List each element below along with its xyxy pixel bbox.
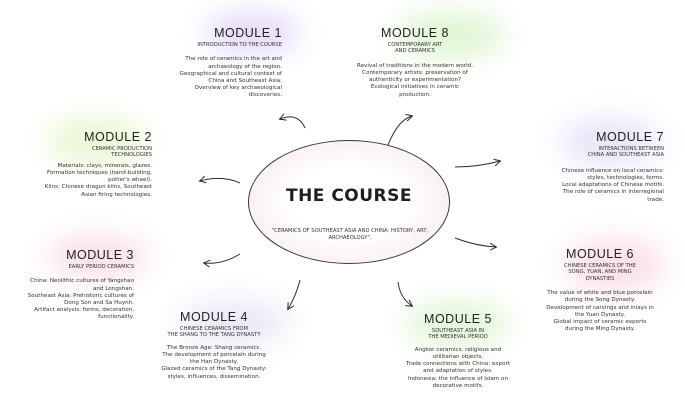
arrow-to-module-5 (397, 281, 412, 306)
module-5-title: MODULE 5 (424, 312, 492, 326)
arrow-to-module-4 (288, 279, 301, 309)
module-3-title: MODULE 3 (66, 248, 134, 262)
module-7-glow (560, 118, 660, 166)
module-3: MODULE 3 EARLY PERIOD CERAMICS China: Ne… (10, 248, 134, 322)
module-8-title: MODULE 8 (381, 26, 449, 40)
module-8: MODULE 8 CONTEMPORARY ART AND CERAMICS R… (340, 26, 490, 99)
module-2: MODULE 2 CERAMIC PRODUCTION TECHNOLOGIES… (30, 130, 152, 199)
module-6-subtitle: CHINESE CERAMICS OF THE SONG, YUAN, AND … (564, 263, 636, 282)
module-1-title: MODULE 1 (214, 26, 282, 40)
module-2-title: MODULE 2 (84, 130, 152, 144)
module-5-subtitle: SOUTHEAST ASIA IN THE MEDIEVAL PERIOD (428, 328, 488, 341)
module-5-body: Angkor ceramics: religious and utilitari… (405, 346, 510, 389)
module-6-title: MODULE 6 (566, 247, 634, 261)
module-1-subtitle: INTRODUCTION TO THE COURSE (197, 42, 282, 48)
module-3-subtitle: EARLY PERIOD CERAMICS (68, 264, 134, 270)
arrow-to-module-1 (280, 117, 306, 129)
module-6: MODULE 6 CHINESE CERAMICS OF THE SONG, Y… (520, 247, 680, 333)
center-ellipse (248, 140, 450, 264)
module-7-title: MODULE 7 (596, 130, 664, 144)
arrow-to-module-7 (454, 161, 500, 168)
module-4: MODULE 4 CHINESE CERAMICS FROM THE SHANG… (150, 310, 278, 381)
module-2-body: Materials: clays, minerals, glazes. Form… (44, 162, 152, 198)
module-8-glow (395, 12, 505, 58)
module-5: MODULE 5 SOUTHEAST ASIA IN THE MEDIEVAL … (398, 312, 518, 390)
module-3-body: China: Neolithic cultures of Yangshao an… (27, 278, 134, 321)
arrow-to-module-2 (200, 178, 241, 184)
module-8-body: Revival of traditions in the modern worl… (356, 62, 474, 98)
module-8-subtitle: CONTEMPORARY ART AND CERAMICS (387, 42, 443, 55)
course-title: THE COURSE (285, 186, 413, 206)
module-1-body: The role of ceramics in the art and arch… (179, 56, 283, 99)
module-1-glow (205, 12, 300, 54)
module-7: MODULE 7 INTERACTIONS BETWEEN CHINA AND … (520, 130, 664, 204)
module-7-subtitle: INTERACTIONS BETWEEN CHINA AND SOUTHEAST… (587, 146, 664, 159)
module-2-subtitle: CERAMIC PRODUCTION TECHNOLOGIES (91, 146, 152, 159)
module-6-glow (565, 238, 665, 292)
module-3-glow (48, 236, 148, 278)
module-1: MODULE 1 INTRODUCTION TO THE COURSE The … (150, 26, 283, 100)
module-4-glow (180, 300, 290, 344)
module-5-glow (405, 302, 510, 346)
arrow-to-module-6 (454, 237, 496, 247)
arrow-to-module-3 (204, 253, 241, 263)
arrow-to-module-8 (387, 116, 412, 146)
module-2-glow (46, 118, 146, 164)
module-7-body: Chinese influence on local ceramics: sty… (561, 167, 664, 203)
module-4-subtitle: CHINESE CERAMICS FROM THE SHANG TO THE T… (167, 326, 261, 339)
module-4-body: The Bronze Age: Shang ceramics. The deve… (161, 344, 267, 380)
module-6-body: The value of white and blue porcelain du… (546, 290, 654, 333)
module-4-title: MODULE 4 (180, 310, 248, 324)
course-subtitle: "CERAMICS OF SOUTHEAST ASIA AND CHINA: H… (271, 228, 429, 241)
